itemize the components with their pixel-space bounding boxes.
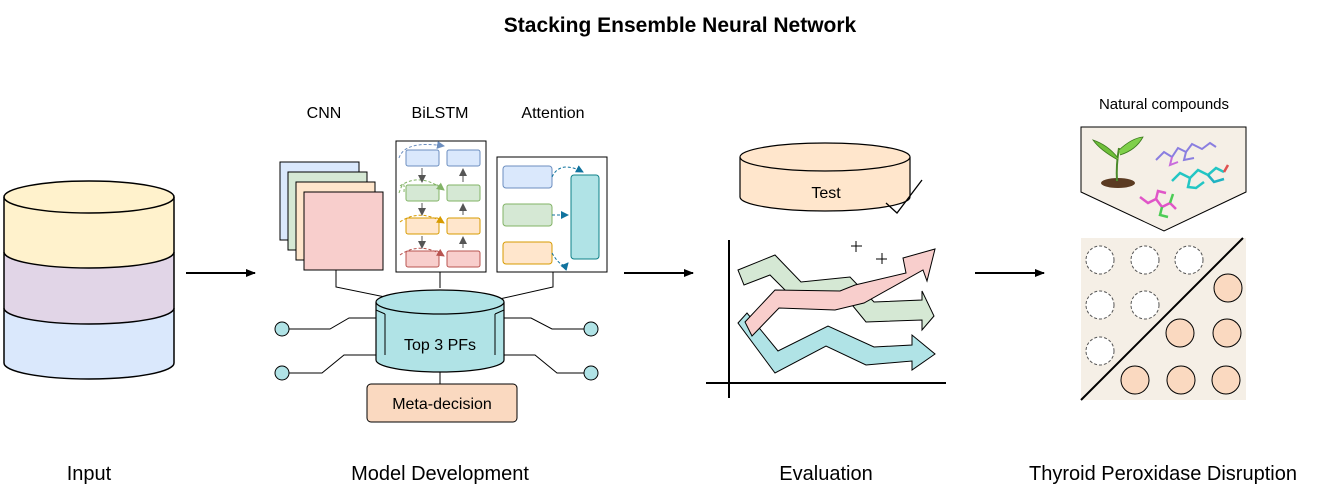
cnn-layers-icon (279, 161, 384, 271)
node-icon (583, 321, 599, 337)
plant-icon (1091, 136, 1144, 188)
ensemble-core-label: Top 3 PFs (404, 337, 476, 354)
performance-plot-icon (706, 240, 946, 398)
attention-network-icon (496, 156, 608, 273)
molecule-icon (1155, 141, 1217, 167)
test-database-icon (739, 142, 911, 212)
model-label-bilstm: BiLSTM (412, 105, 469, 122)
test-label: Test (811, 185, 841, 202)
meta-decision-box (366, 383, 518, 423)
diagonal-divider (1080, 237, 1244, 401)
node-icon (274, 321, 290, 337)
natural-compounds-label: Natural compounds (1099, 96, 1229, 113)
stage-label-input: Input (67, 463, 112, 485)
inactive-compounds (1085, 245, 1204, 366)
molecule-icon (1171, 164, 1230, 190)
bilstm-network-icon (395, 140, 487, 273)
active-compounds (1120, 273, 1243, 395)
input-database-icon (3, 180, 175, 380)
circuit-connectors (289, 317, 590, 384)
stage-label-model-development: Model Development (351, 463, 529, 485)
node-icon (583, 365, 599, 381)
model-connectors (335, 270, 554, 301)
stage-label-disruption: Thyroid Peroxidase Disruption (1029, 463, 1297, 485)
ensemble-cylinder (375, 289, 505, 373)
meta-decision-label: Meta-decision (392, 396, 492, 413)
stage-label-evaluation: Evaluation (779, 463, 872, 485)
model-label-attention: Attention (521, 105, 584, 122)
model-label-cnn: CNN (307, 105, 342, 122)
diagram-title: Stacking Ensemble Neural Network (504, 14, 857, 37)
checkmark-icon (885, 179, 923, 214)
molecule-icon (1139, 189, 1177, 219)
node-icon (274, 365, 290, 381)
